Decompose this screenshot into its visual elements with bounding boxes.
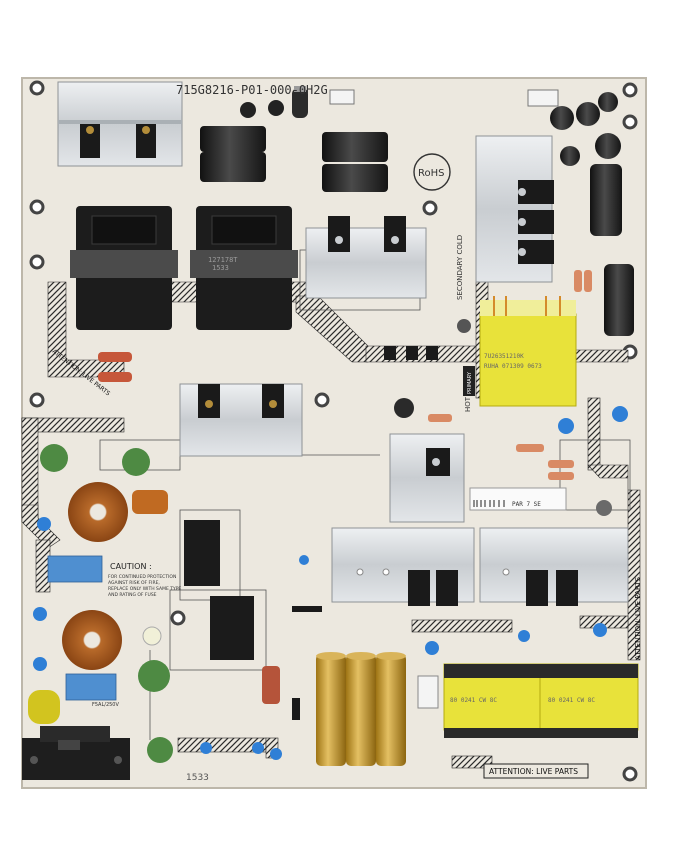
bottom-transformer-code-2: 80 0241 CW 8C — [548, 697, 595, 704]
inductor-label-left-2: 1533 — [212, 264, 229, 272]
part-number: 715G8216-P01-000-0H2G — [176, 83, 328, 97]
heatsinks-bottom — [331, 527, 629, 606]
fuse-rating: F5AL/250V — [92, 702, 119, 708]
attention-right-text: ATTENTION: LIVE PARTS — [634, 576, 642, 660]
caution-title: CAUTION : — [110, 562, 152, 571]
heatsink-center — [179, 383, 303, 457]
small-components — [98, 319, 612, 720]
x-capacitors — [47, 555, 117, 701]
heatsink-right — [475, 135, 554, 283]
white-sticker: PAR 7 SE — [469, 487, 567, 511]
sticker-text: PAR 7 SE — [512, 501, 541, 508]
rohs-mark: RoHS — [413, 153, 451, 191]
rohs-label: RoHS — [418, 168, 444, 179]
warning-banner-right: ATTENTION: LIVE PARTS — [634, 576, 642, 660]
bottom-transformer-code-1: 80 0241 CW 8C — [450, 697, 497, 704]
warning-banner-bottom: ATTENTION: LIVE PARTS — [483, 763, 589, 779]
toroid-chokes — [62, 482, 168, 670]
caution-line-2: AGAINST RISK OF FIRE, — [108, 580, 160, 586]
heatsink-top-left — [57, 81, 183, 167]
heatsink-mid-right — [389, 433, 465, 523]
primary-label: PRIMARY — [467, 371, 473, 394]
hot-label: HOT — [464, 396, 472, 412]
handwritten-mark: 1533 — [186, 773, 209, 783]
caution-line-4: AND RATING OF FUSE — [108, 592, 157, 598]
gold-capacitors — [316, 652, 406, 766]
top-capacitors — [200, 86, 559, 192]
transformer-code-1: 7U26351210K — [484, 353, 524, 360]
bridge-rectifiers — [184, 520, 280, 704]
thermistors — [40, 444, 173, 763]
ac-inlet-connector — [22, 726, 130, 780]
bottom-transformers: 80 0241 CW 8C 80 0241 CW 8C — [443, 663, 639, 738]
attention-bottom-text: ATTENTION: LIVE PARTS — [489, 767, 578, 776]
secondary-cold-label: SECONDARY COLD — [456, 235, 464, 300]
big-inductors-left: 127178T 1533 — [70, 206, 298, 330]
right-capacitors — [550, 92, 634, 336]
heatsink-top-center — [305, 216, 427, 299]
yellow-transformer: 7U26351210K RUHA 071309 0673 — [479, 296, 577, 407]
caution-block: CAUTION : FOR CONTINUED PROTECTION AGAIN… — [92, 562, 181, 708]
mounting-holes — [29, 80, 638, 782]
transformer-code-2: RUHA 071309 0673 — [484, 363, 542, 370]
inductor-label-left: 127178T — [208, 256, 238, 264]
blue-components — [33, 406, 628, 760]
caution-line-1: FOR CONTINUED PROTECTION — [108, 574, 176, 580]
caution-line-3: REPLACE ONLY WITH SAME TYPE — [108, 586, 181, 592]
isolation-hatch-lines — [21, 279, 641, 769]
